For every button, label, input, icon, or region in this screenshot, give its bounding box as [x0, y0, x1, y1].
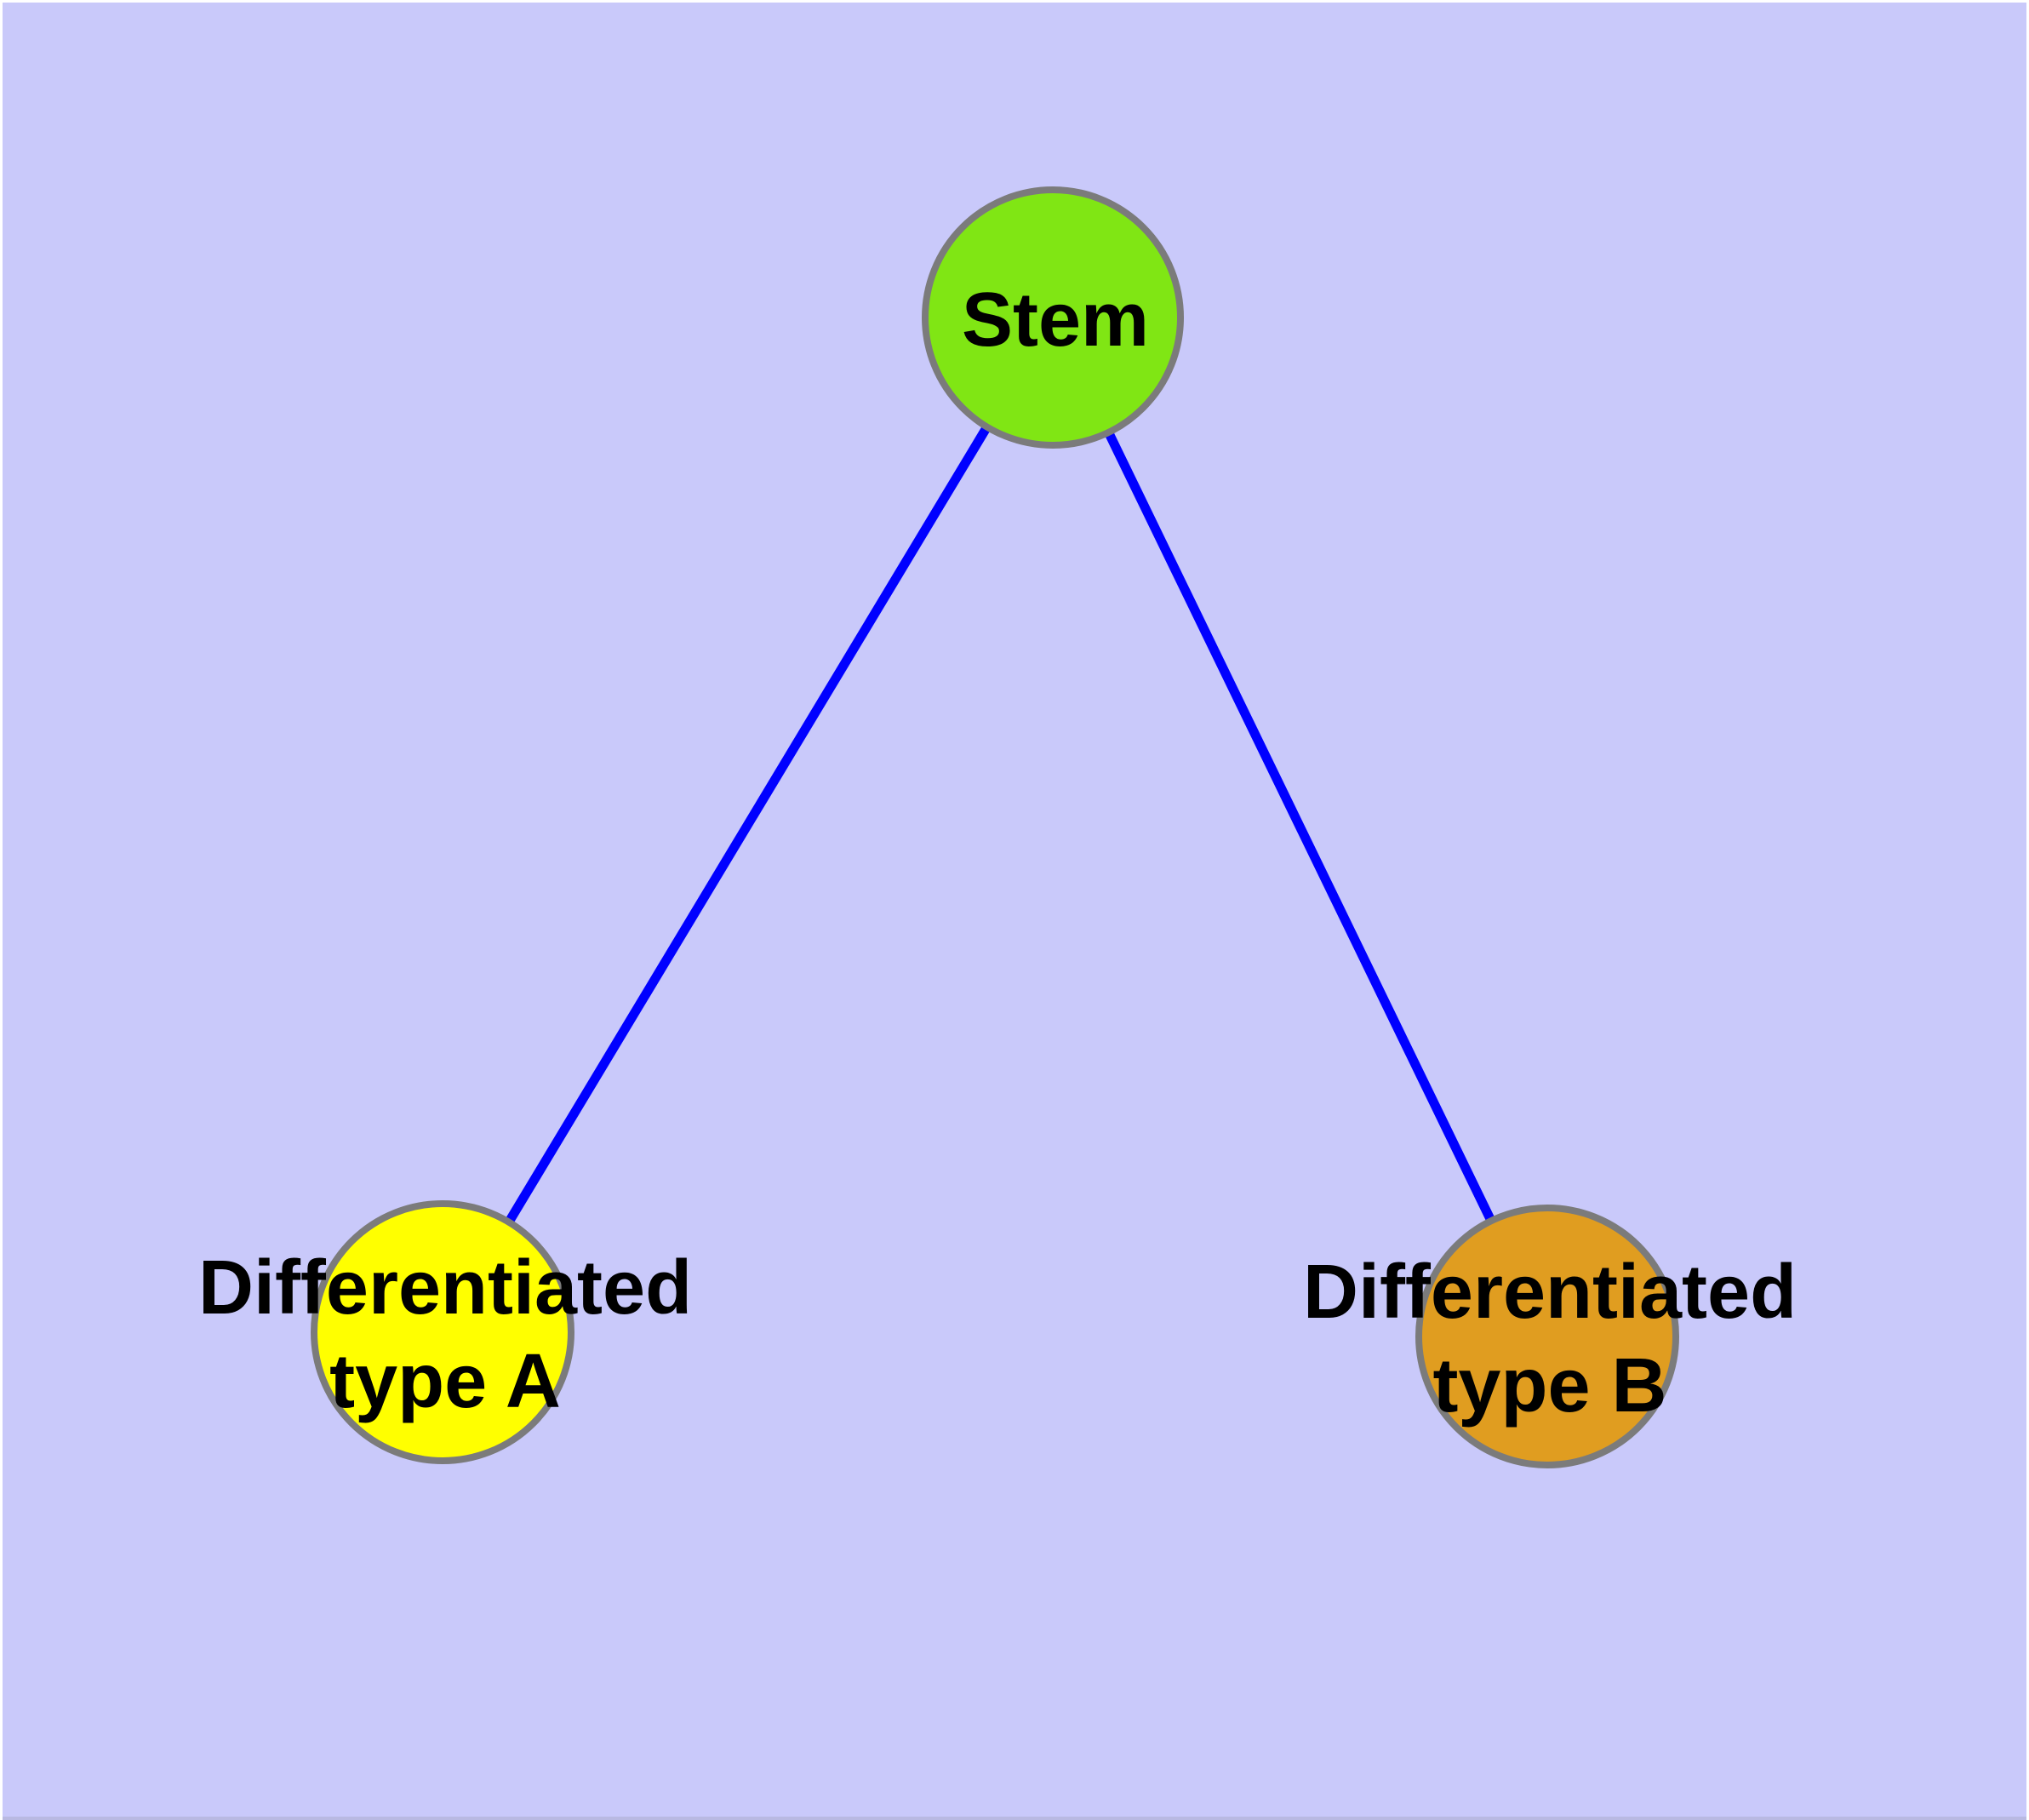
- node-label-differentiated-type-b: Differentiated type B: [1302, 1250, 1798, 1428]
- node-stem: [922, 186, 1184, 449]
- node-differentiated-type-b: [1415, 1205, 1679, 1468]
- diagram-canvas: Stem Differentiated type A Differentiate…: [3, 3, 2026, 1820]
- edge-stem-to-type-b: [1049, 315, 1552, 1339]
- edge-stem-to-type-a: [438, 315, 1057, 1335]
- node-label-stem: Stem: [961, 278, 1150, 363]
- graph-svg: [311, 186, 1679, 1468]
- node-differentiated-type-a: [311, 1200, 574, 1464]
- node-label-differentiated-type-a: Differentiated type A: [197, 1245, 693, 1424]
